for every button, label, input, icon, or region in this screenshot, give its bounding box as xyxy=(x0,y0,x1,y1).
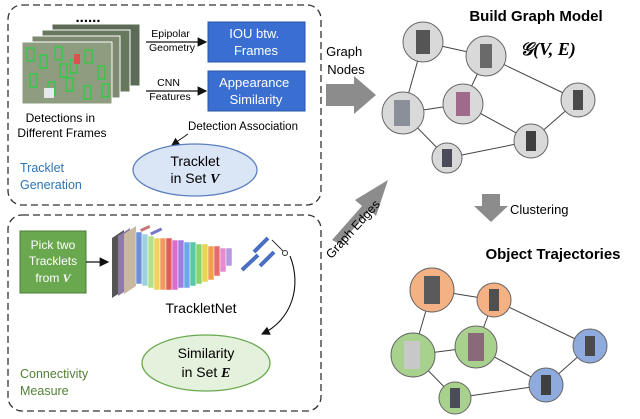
pick-line3: from V xyxy=(35,271,71,285)
tracklet-set-ellipse xyxy=(132,143,258,197)
association-arrow xyxy=(171,133,189,146)
graph-node-thumbnail xyxy=(442,149,452,167)
trajectory-node-thumbnail xyxy=(468,333,484,361)
clustering-label: Clustering xyxy=(510,202,569,217)
tracklet-generation-box xyxy=(7,4,322,206)
graph-node-thumbnail xyxy=(480,44,492,68)
graph-node-thumbnail xyxy=(456,92,470,116)
detection-association-label: Detection Association xyxy=(188,121,298,133)
graph-nodes-label: Graph Nodes xyxy=(326,44,366,77)
pick-line2: Tracklets xyxy=(29,254,77,268)
trajectory-node-thumbnail xyxy=(541,375,551,395)
appearance-similarity-label: Appearance Similarity xyxy=(219,75,293,107)
tracklet-set-line2: in Set V xyxy=(170,170,221,187)
graph-node-thumbnail xyxy=(573,90,583,110)
similarity-set-line2: in Set E xyxy=(181,364,230,381)
detections-caption: Detections in Different Frames xyxy=(17,111,106,140)
trajectory-node-thumbnail xyxy=(489,289,499,311)
iou-box xyxy=(207,21,306,63)
trajectory-node-thumbnail xyxy=(585,336,595,356)
similarity-set-ellipse xyxy=(141,334,271,392)
cnn-features-label: CNN Features xyxy=(149,77,190,103)
detection-frames-image xyxy=(21,23,141,105)
trackletnet-label: TrackletNet xyxy=(165,300,236,316)
pick-line1: Pick two xyxy=(31,238,76,252)
iou-box-label: IOU btw. Frames xyxy=(229,26,282,58)
build-graph-title: Build Graph Model xyxy=(469,8,602,25)
graph-node-thumbnail xyxy=(394,100,410,126)
graph-node-thumbnail xyxy=(416,30,430,54)
graph-formula: 𝒢(V, E) xyxy=(520,39,576,60)
similarity-arrow xyxy=(261,255,296,335)
graph-edges-label: Graph Edges xyxy=(323,197,383,261)
connectivity-measure-box xyxy=(7,214,322,412)
trajectory-node-thumbnail xyxy=(424,276,440,304)
pick-tracklets-box xyxy=(19,230,87,294)
graph-node-thumbnail xyxy=(526,131,536,151)
clustering-arrow xyxy=(474,194,508,222)
trajectory-node-thumbnail xyxy=(450,388,460,408)
epipolar-geometry-label: Epipolar Geometry xyxy=(149,28,196,54)
connectivity-measure-title: Connectivity Measure xyxy=(20,367,92,398)
ellipsis-dots: ...... xyxy=(75,9,100,26)
similarity-set-line1: Similarity xyxy=(178,345,235,361)
tracklet-generation-title: Tracklet Generation xyxy=(20,161,82,192)
trackletnet-network-graphic xyxy=(112,224,288,298)
trajectory-node-group xyxy=(390,267,608,415)
graph-node-group xyxy=(381,21,596,174)
object-trajectories-title: Object Trajectories xyxy=(485,246,620,263)
tracklet-set-line1: Tracklet xyxy=(170,153,219,169)
graph-nodes-arrow xyxy=(326,76,376,114)
graph-edges-arrow xyxy=(332,180,388,244)
appearance-similarity-box xyxy=(207,70,306,112)
trajectory-node-thumbnail xyxy=(404,341,420,369)
